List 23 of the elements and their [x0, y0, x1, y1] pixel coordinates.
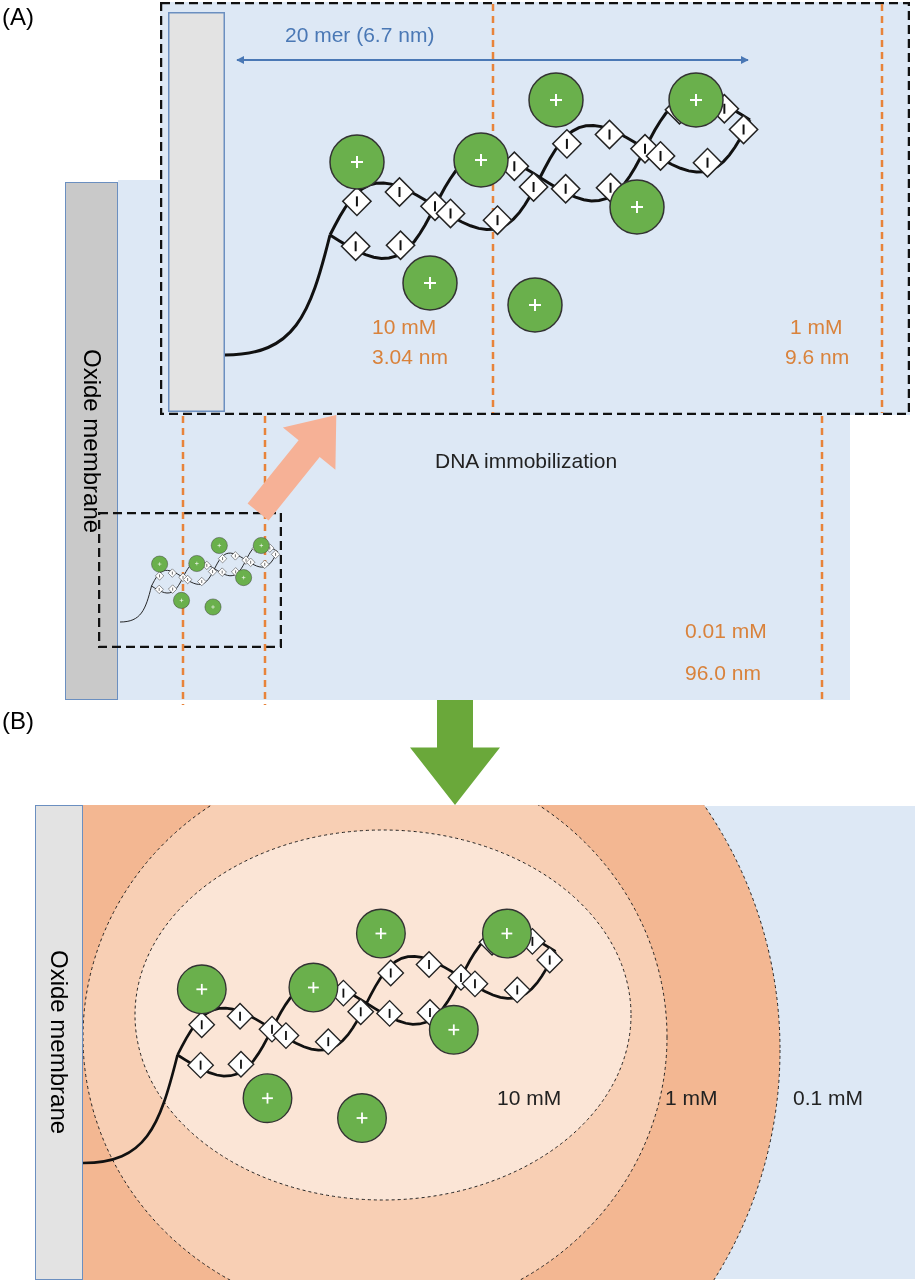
membrane-label: Oxide membrane	[77, 348, 107, 534]
label-text: 96.0 nm	[685, 660, 761, 686]
arrow	[410, 700, 500, 805]
label-text: 3.04 nm	[372, 344, 448, 370]
membrane-bar	[168, 12, 225, 412]
label-text: 1 mM	[790, 314, 843, 340]
panel-background	[118, 2, 910, 700]
label-text: 10 mM	[497, 1085, 562, 1111]
panel-background	[35, 805, 916, 1280]
label-text: (A)	[2, 2, 34, 32]
membrane-label: Oxide membrane	[45, 950, 74, 1135]
membrane-bar	[35, 805, 83, 1280]
label-text: (B)	[2, 706, 34, 736]
label-text: DNA immobilization	[435, 448, 618, 474]
label-text: 10 mM	[372, 314, 437, 340]
label-text: 20 mer (6.7 nm)	[285, 22, 435, 48]
zoom-box	[160, 2, 910, 415]
arrow	[247, 415, 337, 521]
label-text: 0.01 mM	[685, 618, 767, 644]
label-text: 9.6 nm	[785, 344, 850, 370]
label-text: 0.1 mM	[793, 1085, 863, 1111]
membrane-bar	[65, 182, 118, 700]
label-text: 1 mM	[665, 1085, 718, 1111]
